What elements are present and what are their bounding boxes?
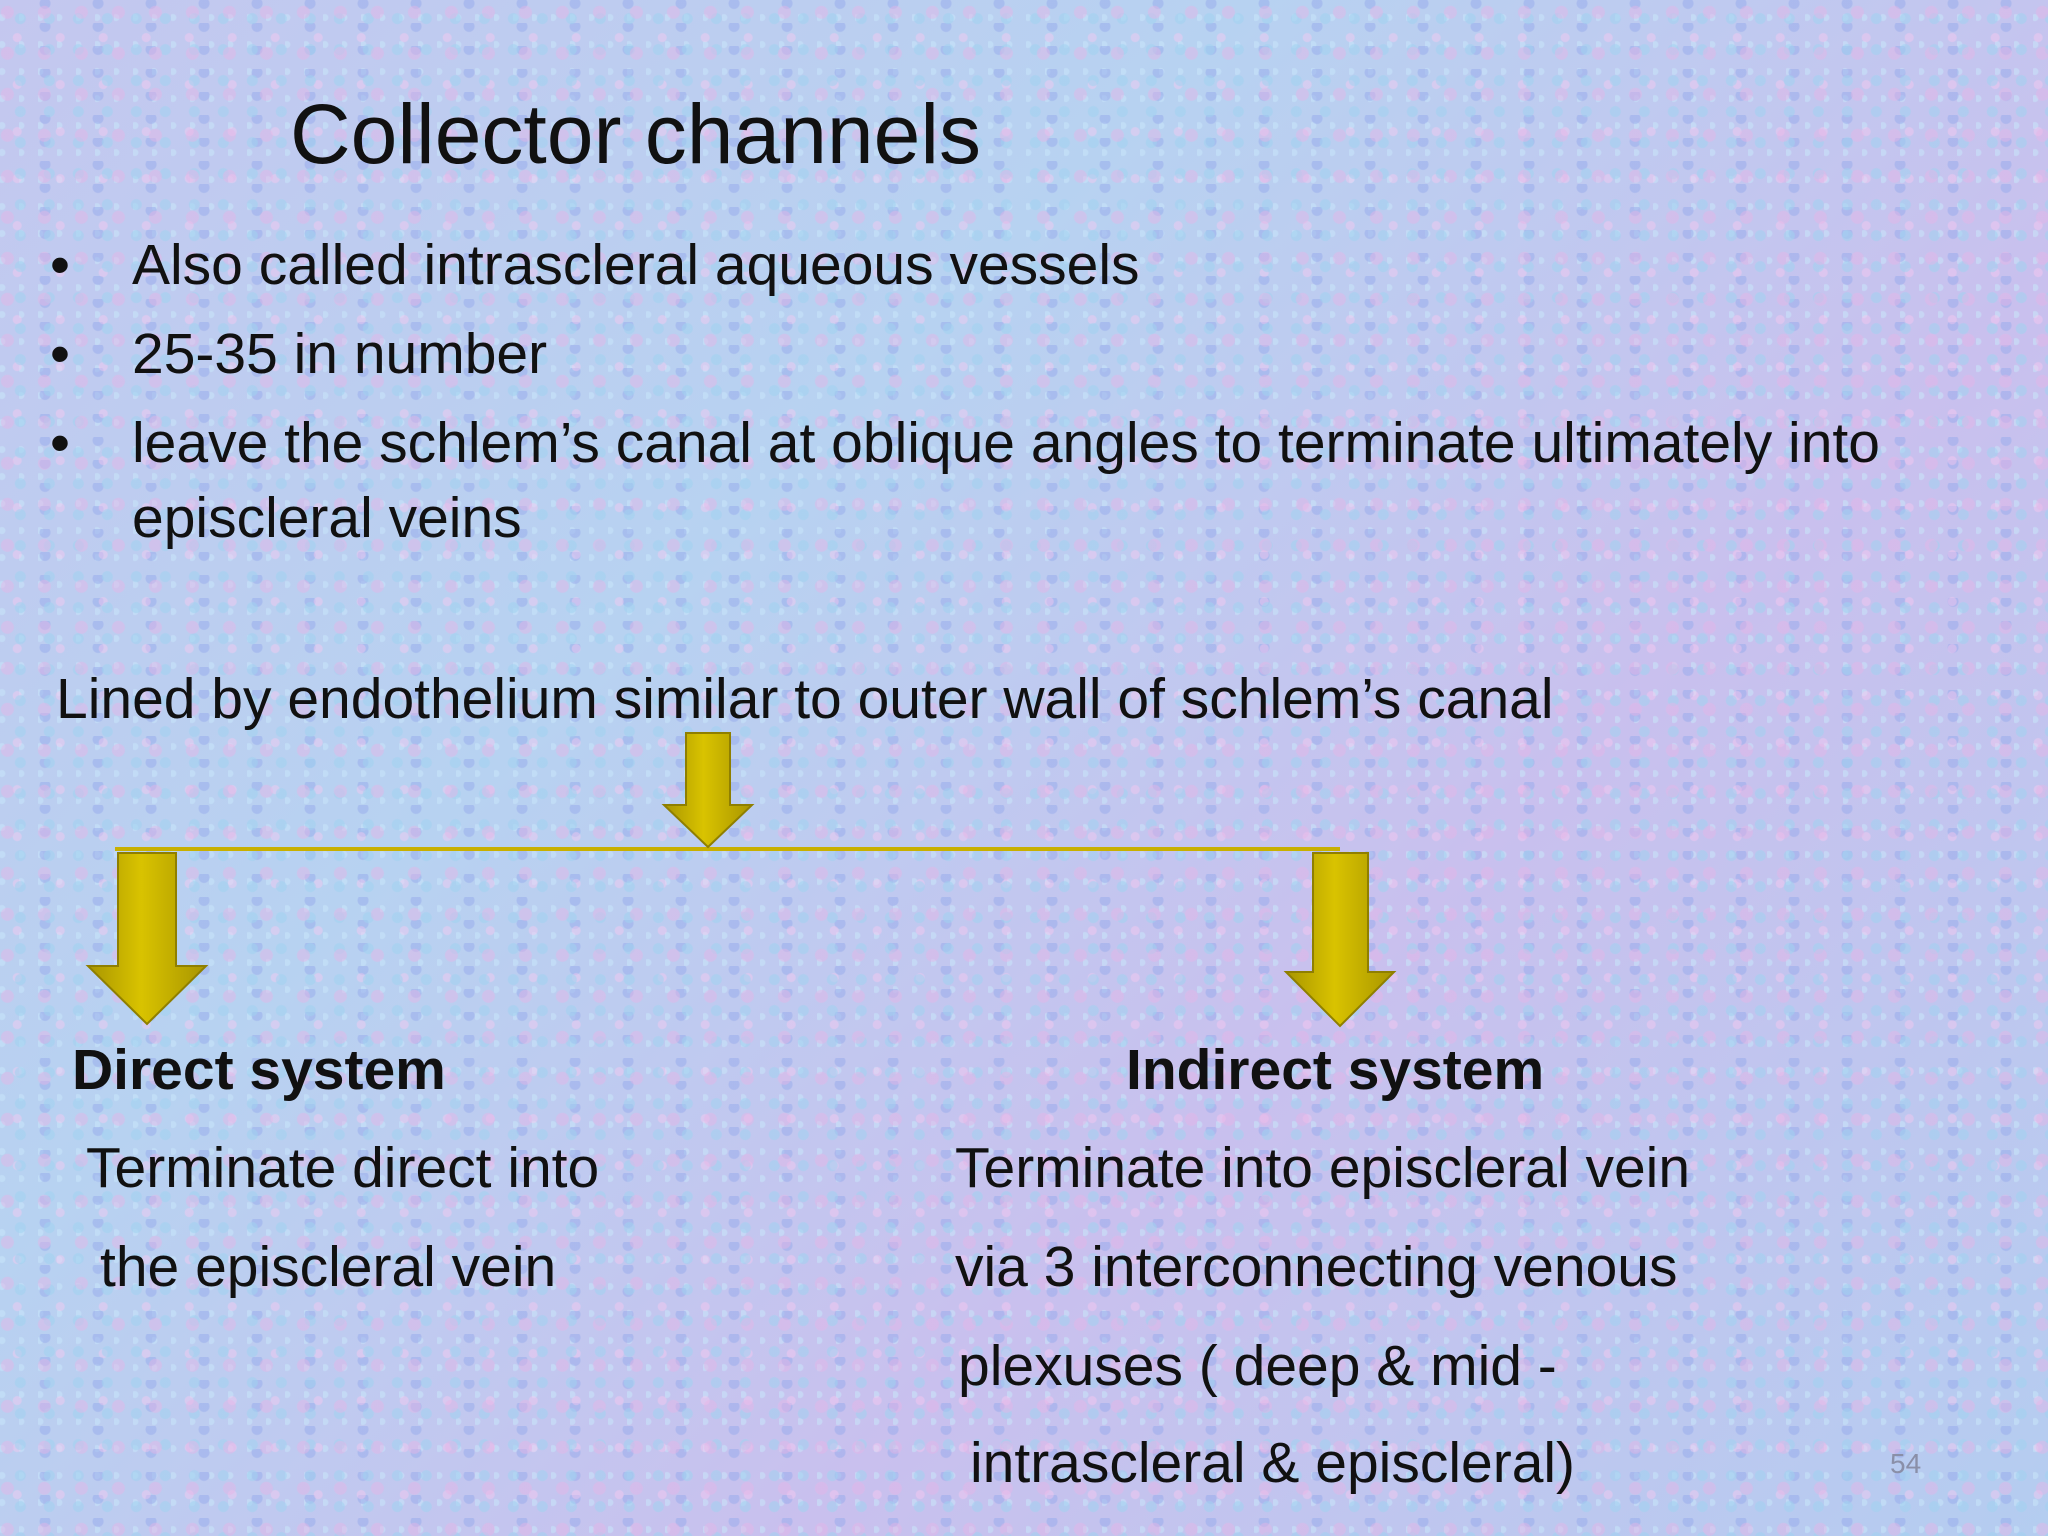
direct-system-heading: Direct system — [72, 1038, 446, 1102]
indirect-system-line: plexuses ( deep & mid - — [958, 1334, 1557, 1398]
bullet-text: 25-35 in number — [132, 322, 548, 386]
down-arrow-icon — [661, 732, 755, 849]
indirect-system-line: Terminate into episcleral vein — [955, 1136, 1691, 1200]
bullet-item: • 25-35 in number — [50, 317, 2010, 392]
direct-system-line: Terminate direct into — [86, 1136, 600, 1200]
bullet-marker: • — [50, 322, 70, 386]
slide-title: Collector channels — [290, 87, 982, 181]
indirect-system-line: intrascleral & episcleral) — [970, 1431, 1576, 1495]
down-arrow-icon — [85, 852, 209, 1026]
page-number: 54 — [1890, 1448, 1922, 1479]
bullet-text: leave the schlem’s canal at oblique angl… — [132, 411, 1880, 550]
bullet-item: • Also called intrascleral aqueous vesse… — [50, 228, 2010, 303]
bullet-text: Also called intrascleral aqueous vessels — [132, 233, 1140, 297]
bullet-list: • Also called intrascleral aqueous vesse… — [50, 228, 2010, 570]
indirect-system-line: via 3 interconnecting venous — [955, 1235, 1678, 1299]
bullet-marker: • — [50, 411, 70, 475]
down-arrow-icon — [1283, 852, 1397, 1028]
lined-statement: Lined by endothelium similar to outer wa… — [56, 667, 1554, 731]
direct-system-line: the episcleral vein — [100, 1235, 557, 1299]
bullet-marker: • — [50, 233, 70, 297]
bullet-item: • leave the schlem’s canal at oblique an… — [50, 406, 2010, 556]
indirect-system-heading: Indirect system — [1126, 1038, 1545, 1102]
